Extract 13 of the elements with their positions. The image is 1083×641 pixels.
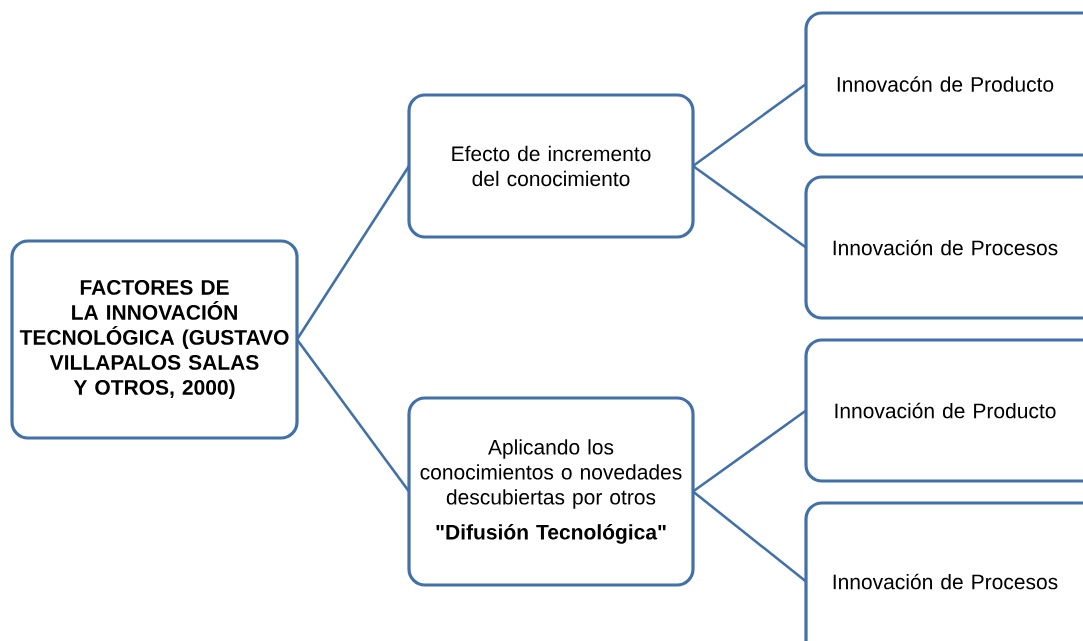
connector-line <box>295 165 411 341</box>
process-box: Aplicando los conocimientos o novedades descubiertas por otros "Difusión Tecnológica" <box>407 396 695 587</box>
process-box: FACTORES DE LA INNOVACIÓN TECNOLÓGICA (GUSTAVO VILLAPALOS SALAS Y OTROS, 2000) <box>10 239 299 440</box>
process-box: Innovación de Procesos <box>804 175 1083 320</box>
connector-line <box>692 164 807 249</box>
connector-line <box>692 82 807 168</box>
process-box: Efecto de incremento del conocimiento <box>407 93 695 239</box>
connector-line <box>692 490 807 583</box>
process-box: Innovacón de Producto <box>804 11 1083 157</box>
process-box: Innovación de Procesos <box>804 501 1083 641</box>
connector-line <box>692 409 807 493</box>
process-box: Innovación de Producto <box>804 338 1083 483</box>
connector-line <box>295 338 411 493</box>
